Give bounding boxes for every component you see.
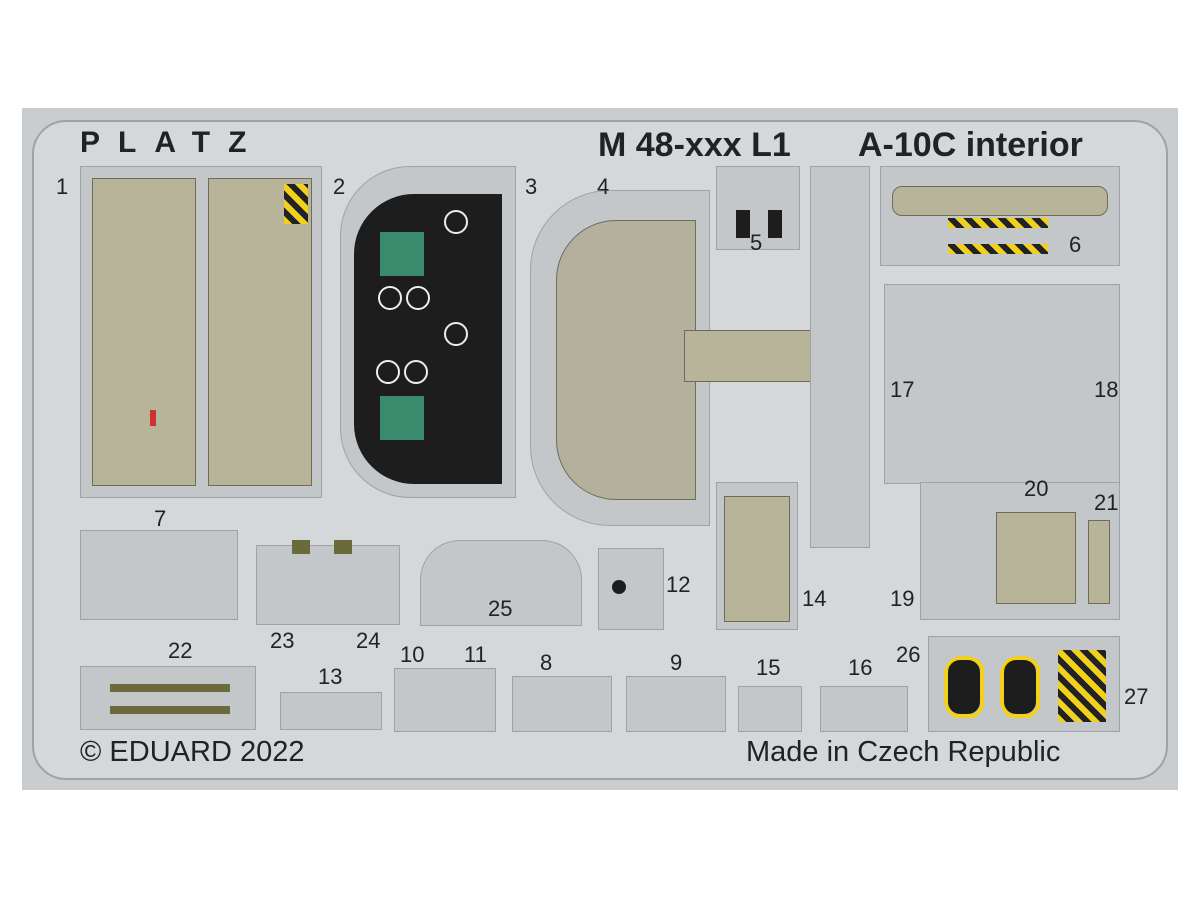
gauge <box>404 360 428 384</box>
product-title: A-10C interior <box>858 126 1083 164</box>
part-2-console <box>208 178 312 486</box>
part-26 <box>1000 656 1040 718</box>
part-number: 23 <box>270 628 295 653</box>
part-4-main-panel <box>556 220 696 500</box>
gauge <box>406 286 430 310</box>
part-number: 27 <box>1124 684 1149 709</box>
product-code: M 48-xxx L1 <box>598 126 791 164</box>
part-16 <box>820 686 908 732</box>
part-number: 7 <box>154 506 167 531</box>
part-22 <box>110 684 230 692</box>
part-7 <box>80 530 238 620</box>
part-number: 22 <box>168 638 193 663</box>
part-9 <box>626 676 726 732</box>
part-number: 21 <box>1094 490 1119 515</box>
part-frame-5 <box>716 166 800 250</box>
part-3-instrument-panel <box>354 194 502 484</box>
mfd-screen-lower <box>380 396 424 440</box>
part-5 <box>736 210 750 238</box>
part-26 <box>944 656 984 718</box>
part-frame-22 <box>80 666 256 730</box>
warning-stripes <box>948 244 1048 254</box>
part-number: 17 <box>890 377 915 402</box>
part-25 <box>420 540 582 626</box>
warning-stripes <box>284 184 308 224</box>
part-number: 9 <box>670 650 683 675</box>
part-number: 26 <box>896 642 921 667</box>
part-number: 1 <box>56 174 69 199</box>
part-number: 4 <box>597 174 610 199</box>
part-number: 3 <box>525 174 538 199</box>
part-number: 8 <box>540 650 553 675</box>
part-15 <box>738 686 802 732</box>
part-number: 2 <box>333 174 346 199</box>
red-switch <box>150 410 156 426</box>
part-number: 24 <box>356 628 381 653</box>
gauge <box>444 210 468 234</box>
part-number: 25 <box>488 596 513 621</box>
part-22 <box>110 706 230 714</box>
part-4-side-panel <box>684 330 824 382</box>
part-number: 18 <box>1094 377 1119 402</box>
part-number: 10 <box>400 642 425 667</box>
part-frame-10-11 <box>394 668 496 732</box>
part-frame-12 <box>598 548 664 630</box>
part-number: 5 <box>750 230 763 255</box>
part-frame-17-18 <box>884 284 1120 484</box>
warning-stripes <box>948 218 1048 228</box>
gauge <box>444 322 468 346</box>
brand-logo: PLATZ <box>80 126 265 159</box>
part-8 <box>512 676 612 732</box>
gauge <box>376 360 400 384</box>
part-14 <box>724 496 790 622</box>
part-number: 20 <box>1024 476 1049 501</box>
part-number: 19 <box>890 586 915 611</box>
part-number: 13 <box>318 664 343 689</box>
copyright-text: © EDUARD 2022 <box>80 736 305 768</box>
part-1-console <box>92 178 196 486</box>
part-number: 11 <box>464 642 487 667</box>
part-21 <box>1088 520 1110 604</box>
mfd-screen-upper <box>380 232 424 276</box>
gauge <box>378 286 402 310</box>
part-27 <box>1058 650 1106 722</box>
part-13 <box>280 692 382 730</box>
part-number: 16 <box>848 655 873 680</box>
part-number: 15 <box>756 655 781 680</box>
part-number: 6 <box>1069 232 1082 257</box>
part-long-bar <box>810 166 870 548</box>
part-frame-23-24 <box>256 545 400 625</box>
part-number: 14 <box>802 586 827 611</box>
part-number: 12 <box>666 572 691 597</box>
part-23 <box>292 540 310 554</box>
part-5 <box>768 210 782 238</box>
origin-text: Made in Czech Republic <box>746 736 1061 768</box>
part-20 <box>996 512 1076 604</box>
part-12 <box>612 580 626 594</box>
part-6 <box>892 186 1108 216</box>
part-24 <box>334 540 352 554</box>
